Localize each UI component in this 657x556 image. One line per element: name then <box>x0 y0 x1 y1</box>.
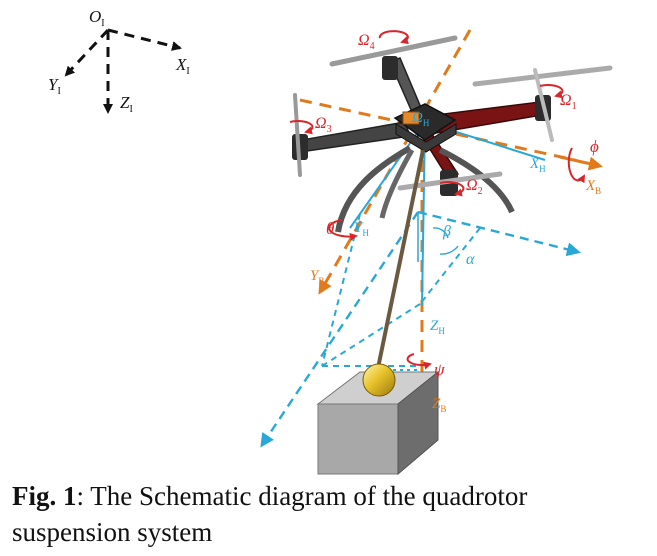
alpha-arc <box>439 245 459 255</box>
caption-label: Fig. 1 <box>12 481 77 511</box>
propeller-1 <box>472 65 613 87</box>
motor-4 <box>382 56 398 80</box>
body-x-axis-arrow <box>559 155 603 171</box>
omega2-label: Ω2 <box>466 177 483 197</box>
omega4-label: Ω4 <box>358 32 375 52</box>
phi-arrow <box>567 147 586 184</box>
rotation-arrows <box>289 30 586 370</box>
hub-label: ΩH <box>412 110 430 128</box>
hook-y-label: YH <box>354 220 369 238</box>
inertial-origin-label: OI <box>89 7 105 29</box>
landing-leg-mid <box>379 148 415 219</box>
inertial-x-axis <box>107 28 182 51</box>
omega1-label: Ω1 <box>560 92 577 112</box>
hook-z-label: ZH <box>430 318 445 336</box>
alpha-label: α <box>466 251 475 268</box>
psi-arrow <box>406 353 432 370</box>
inertial-frame: OI XI YI ZI <box>48 7 190 115</box>
flight-controller <box>402 111 420 125</box>
inertial-y-axis <box>64 28 110 77</box>
center-plate-side <box>395 123 457 153</box>
hook-x-label: XH <box>529 156 546 174</box>
omega4-arrow <box>378 30 409 45</box>
theta-arrow <box>328 219 358 241</box>
payload-ball <box>362 363 396 397</box>
omega1-arrow <box>539 83 564 99</box>
inertial-z-label: ZI <box>120 93 133 115</box>
figure-caption: Fig. 1: The Schematic diagram of the qua… <box>12 478 652 550</box>
suspension-cable <box>376 149 425 369</box>
projection-x-dashed <box>417 210 581 257</box>
omega2-arrow <box>439 181 465 197</box>
projection-plane-1 <box>419 227 481 305</box>
inertial-x-label: XI <box>175 55 190 77</box>
inertial-y-label: YI <box>48 75 61 97</box>
beta-label: β <box>442 223 451 240</box>
phi-label: ϕ <box>590 137 599 156</box>
propeller-4 <box>329 35 458 67</box>
body-z-label: ZB <box>432 396 446 414</box>
caption-text: : The Schematic diagram of the quadrotor… <box>12 481 528 547</box>
propeller-3 <box>293 93 302 177</box>
body-y-axis-arrow <box>318 274 332 295</box>
theta-label: θ <box>326 219 334 238</box>
propeller-1b <box>533 68 554 142</box>
psi-label: ψ <box>434 360 445 379</box>
beta-arc <box>432 227 449 239</box>
quadrotor-body <box>292 35 613 233</box>
body-y-label: YB <box>310 268 324 286</box>
omega3-arrow <box>289 119 314 135</box>
body-x-label: XB <box>585 178 601 196</box>
quadrotor-diagram: OI XI YI ZI <box>48 7 613 476</box>
projection-y-dashed <box>260 211 419 448</box>
omega3-label: Ω3 <box>315 115 332 135</box>
projection-plane-4 <box>321 303 421 367</box>
